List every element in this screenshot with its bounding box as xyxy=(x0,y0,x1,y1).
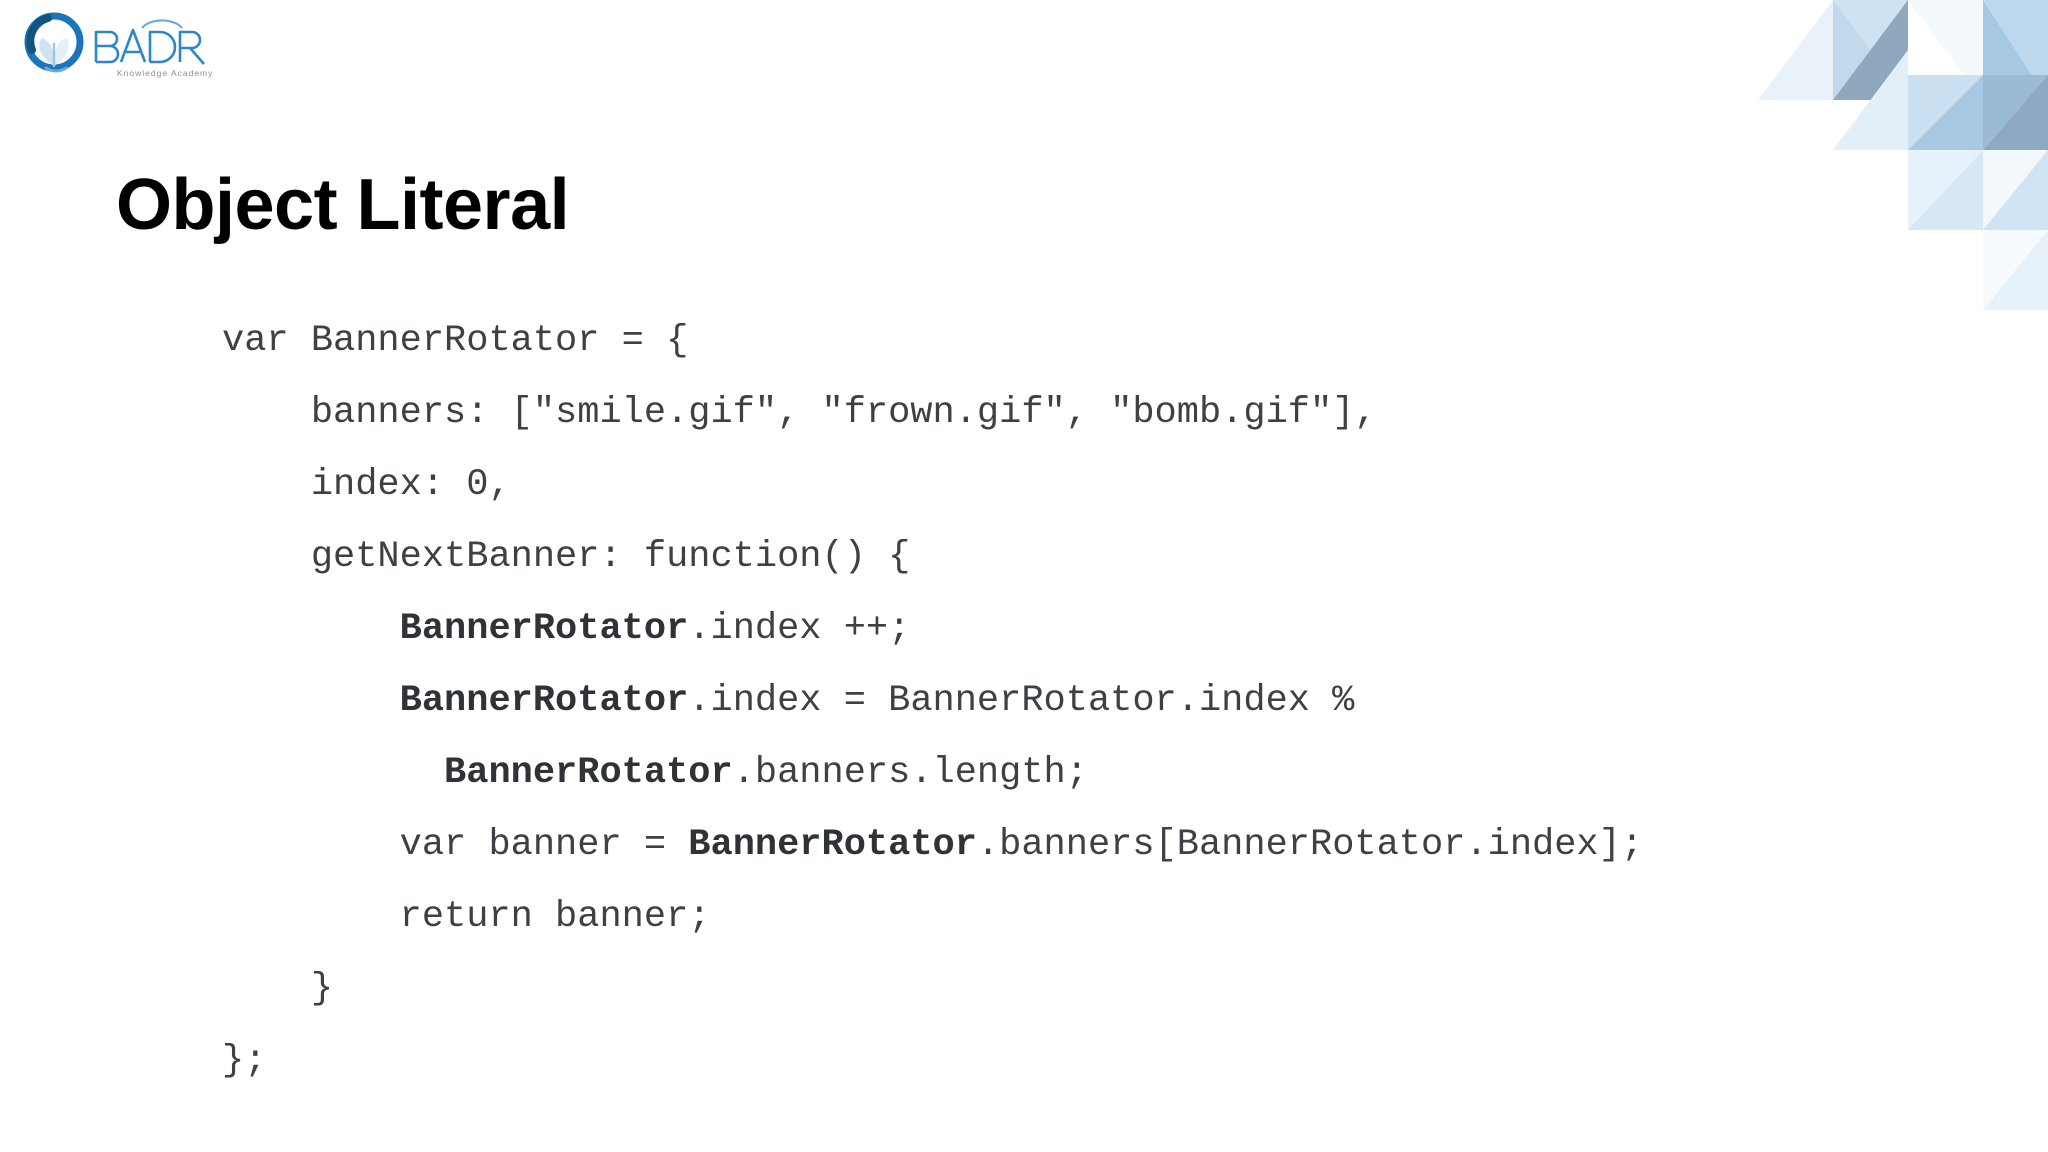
code-token-emphasis: BannerRotator xyxy=(444,752,733,794)
code-token: } xyxy=(310,968,334,1010)
code-token: index: 0, xyxy=(310,464,511,506)
code-line: var banner = BannerRotator.banners[Banne… xyxy=(222,809,1822,881)
geometric-triangles-decoration xyxy=(1328,0,2048,320)
code-token-emphasis: BannerRotator xyxy=(399,680,689,722)
code-line: index: 0, xyxy=(222,449,1822,521)
code-line: var BannerRotator = { xyxy=(222,305,1822,377)
code-line: } xyxy=(222,953,1822,1025)
code-token-emphasis: BannerRotator xyxy=(399,608,689,650)
code-token: getNextBanner: function() { xyxy=(310,536,911,578)
code-line: getNextBanner: function() { xyxy=(222,521,1822,593)
code-line: }; xyxy=(222,1025,1822,1097)
code-block: var BannerRotator = { banners: ["smile.gi… xyxy=(222,305,1822,1097)
page-title: Object Literal xyxy=(116,165,570,246)
code-line: BannerRotator.index ++; xyxy=(222,593,1822,665)
logo-tagline-text: Knowledge Academy xyxy=(117,68,213,78)
code-line: banners: ["smile.gif", "frown.gif", "bom… xyxy=(222,377,1822,449)
badr-logo: Knowledge Academy xyxy=(24,10,214,82)
code-token: banners: ["smile.gif", "frown.gif", "bom… xyxy=(310,392,1377,434)
code-line: BannerRotator.banners.length; xyxy=(222,737,1822,809)
code-token: var banner = xyxy=(399,824,689,866)
code-token: return banner; xyxy=(399,896,711,938)
code-token-emphasis: BannerRotator xyxy=(688,824,977,866)
code-token: .banners[BannerRotator.index]; xyxy=(976,824,1644,866)
code-token: .index ++; xyxy=(688,608,911,650)
code-line: return banner; xyxy=(222,881,1822,953)
code-token: .index = BannerRotator.index % xyxy=(688,680,1355,722)
code-token: var BannerRotator = { xyxy=(222,320,689,362)
code-token: }; xyxy=(222,1040,267,1082)
code-token: .banners.length; xyxy=(732,752,1088,794)
code-line: BannerRotator.index = BannerRotator.inde… xyxy=(222,665,1822,737)
